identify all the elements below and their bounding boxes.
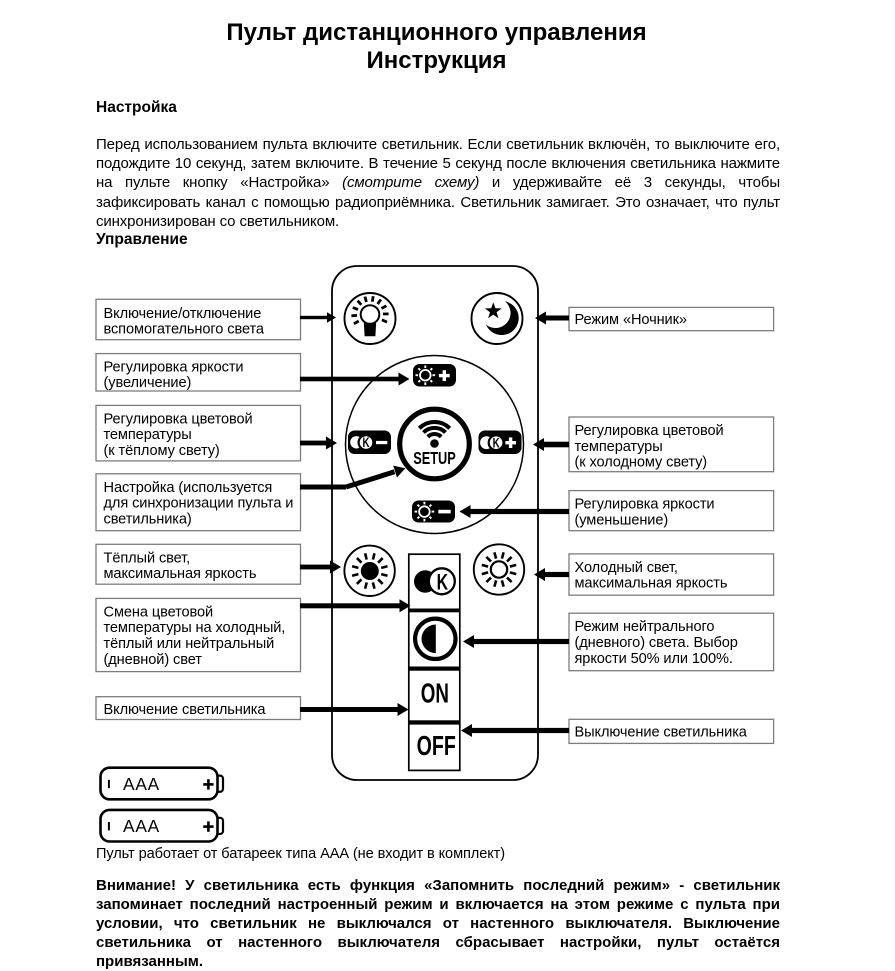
svg-text:(к холодному свету): (к холодному свету) [575,455,708,471]
svg-text:(дневного) света. Выбор: (дневного) света. Выбор [575,635,738,651]
svg-text:тёплый или нейтральный: тёплый или нейтральный [104,636,275,652]
svg-text:(уменьшение): (уменьшение) [575,512,669,528]
svg-text:Регулировка цветовой: Регулировка цветовой [104,411,253,427]
svg-text:светильника): светильника) [104,511,192,527]
svg-text:AAA: AAA [123,774,160,794]
svg-text:SETUP: SETUP [413,449,456,468]
svg-text:(увеличение): (увеличение) [104,375,192,391]
svg-text:AAA: AAA [123,816,160,836]
svg-text:Режим нейтрального: Режим нейтрального [575,619,715,635]
svg-text:температуры: температуры [575,439,663,455]
svg-text:(дневной) свет: (дневной) свет [104,652,203,668]
svg-text:вспомогательного света: вспомогательного света [104,322,265,338]
svg-text:Регулировка яркости: Регулировка яркости [104,359,244,375]
svg-text:K: K [362,436,369,451]
svg-text:температуры: температуры [104,427,192,443]
svg-text:Режим «Ночник»: Режим «Ночник» [575,312,687,328]
svg-text:Включение/отключение: Включение/отключение [104,306,262,322]
svg-text:Выключение светильника: Выключение светильника [575,725,748,741]
svg-text:Настройка (используется: Настройка (используется [104,480,273,496]
svg-text:Регулировка цветовой: Регулировка цветовой [575,423,724,439]
svg-text:Включение светильника: Включение светильника [104,702,267,718]
svg-text:Смена цветовой: Смена цветовой [104,604,214,620]
svg-text:Холодный свет,: Холодный свет, [575,560,678,576]
svg-text:ON: ON [421,678,449,710]
svg-text:максимальная яркость: максимальная яркость [104,566,257,582]
svg-text:Регулировка яркости: Регулировка яркости [575,497,715,513]
svg-text:максимальная яркость: максимальная яркость [575,576,728,592]
svg-text:K: K [493,436,500,451]
svg-text:OFF: OFF [417,730,456,761]
svg-text:Тёплый свет,: Тёплый свет, [104,550,191,566]
svg-text:для синхронизации пульта и: для синхронизации пульта и [104,496,294,512]
svg-text:K: K [437,571,449,595]
svg-text:(к тёплому свету): (к тёплому свету) [104,443,220,459]
svg-text:температуры на холодный,: температуры на холодный, [104,620,286,636]
svg-text:яркости 50% или 100%.: яркости 50% или 100%. [575,651,733,667]
